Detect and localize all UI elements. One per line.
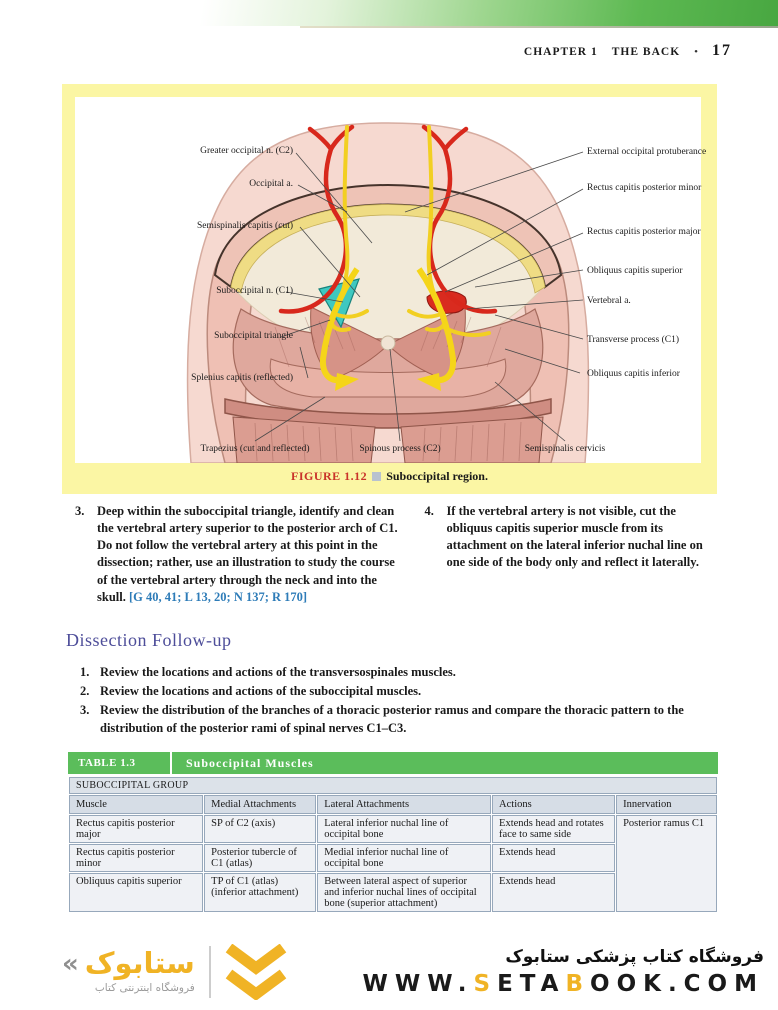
followup-item-text: Review the locations and actions of the … [100, 684, 422, 699]
table-cell-medial: TP of C1 (atlas) (inferior attachment) [204, 873, 317, 912]
figure-label: Rectus capitis posterior minor [587, 183, 702, 193]
table-header-bar: TABLE 1.3 Suboccipital Muscles [68, 752, 718, 774]
brand-logo: « ستابوک فروشگاه اینترنتی کتاب [62, 943, 287, 1000]
figure-label: Transverse process (C1) [587, 335, 679, 345]
followup-item: 1. Review the locations and actions of t… [80, 663, 732, 681]
footer: « ستابوک فروشگاه اینترنتی کتاب فروشگاه ک… [0, 933, 778, 1010]
table-row: Obliquus capitis superior TP of C1 (atla… [69, 873, 717, 912]
table-label: TABLE 1.3 [78, 757, 136, 769]
caption-text: Suboccipital region. [386, 469, 488, 483]
muscles-table-section: TABLE 1.3 Suboccipital Muscles SUBOCCIPI… [68, 752, 718, 932]
figure-label: Suboccipital triangle [214, 331, 293, 341]
followup-item: 2. Review the locations and actions of t… [80, 682, 732, 700]
footer-url: WWW.SETABOOK.COM [362, 970, 764, 997]
table-cell-actions: Extends head [492, 873, 616, 912]
figure-label: Greater occipital n. (C2) [200, 146, 293, 156]
column-header: Actions [492, 795, 616, 814]
figure-label: Vertebral a. [587, 296, 631, 306]
footer-store-block: فروشگاه کتاب پزشکی ستابوک WWW.SETABOOK.C… [363, 947, 765, 997]
column-header-row: Muscle Medial Attachments Lateral Attach… [69, 795, 717, 814]
table-title: Suboccipital Muscles [186, 755, 314, 770]
table-row: Rectus capitis posterior major SP of C2 … [69, 815, 717, 912]
caption-square-icon [372, 472, 382, 481]
figure-label: Occipital a. [249, 179, 293, 189]
anatomy-illustration [186, 122, 590, 463]
brand-wordmark: ستابوک [84, 946, 195, 980]
brand-wordmark-block: « ستابوک فروشگاه اینترنتی کتاب [62, 946, 195, 995]
column-header: Medial Attachments [204, 795, 317, 814]
page-number: 17 [712, 42, 732, 59]
instruction-text: If the vertebral artery is not visible, … [446, 504, 703, 570]
instruction-reference: [G 40, 41; L 13, 20; N 137; R 170] [128, 589, 308, 604]
instruction-item: 4. If the vertebral artery is not visibl… [424, 503, 723, 606]
leader-lines [254, 151, 584, 442]
figure-label: Semispinalis cervicis [524, 444, 606, 454]
group-header-cell: SUBOCCIPITAL GROUP [69, 777, 717, 794]
figure-label: Spinous process (C2) [359, 444, 441, 454]
followup-heading: Dissection Follow-up [66, 630, 232, 650]
figure-label: Obliquus capitis superior [587, 266, 683, 276]
table-cell-muscle: Rectus capitis posterior major [69, 815, 204, 843]
figure-label: Obliquus capitis inferior [587, 369, 680, 379]
table-cell-medial: SP of C2 (axis) [204, 815, 317, 843]
table-cell-medial: Posterior tubercle of C1 (atlas) [204, 844, 317, 872]
page-top-rule [300, 26, 778, 28]
followup-item-text: Review the locations and actions of the … [100, 665, 456, 679]
table-cell-actions: Extends head and rotates face to same si… [492, 815, 616, 843]
page-top-gradient-bar [0, 0, 778, 26]
dissection-arrows [319, 267, 457, 384]
table-cell-actions: Extends head [492, 844, 616, 872]
muscles-table: SUBOCCIPITAL GROUP Muscle Medial Attachm… [68, 776, 718, 913]
instruction-text: Deep within the suboccipital triangle, i… [97, 504, 398, 604]
section-label: THE BACK [611, 46, 681, 58]
figure-box: Greater occipital n. (C2) Occipital a. S… [62, 84, 717, 494]
page-header: CHAPTER 1 THE BACK • 17 [524, 42, 732, 60]
table-cell-lateral: Lateral inferior nuchal line of occipita… [317, 815, 492, 843]
table-cell-lateral: Between lateral aspect of superior and i… [317, 873, 492, 912]
brand-subtext: فروشگاه اینترنتی کتاب [94, 982, 195, 994]
figure-panel: Greater occipital n. (C2) Occipital a. S… [75, 97, 706, 463]
figure-label: Splenius capitis (reflected) [191, 373, 293, 383]
innervation-cell: Posterior ramus C1 [616, 815, 717, 912]
chapter-label: CHAPTER 1 [523, 46, 598, 58]
table-cell-muscle: Obliquus capitis superior [69, 873, 204, 912]
instruction-number: 4. [424, 504, 434, 518]
instruction-columns: 3. Deep within the suboccipital triangle… [75, 503, 723, 606]
chevron-logo-icon [225, 943, 287, 1000]
figure-label: Suboccipital n. (C1) [216, 286, 293, 296]
figure-label: External occipital protuberance [587, 147, 707, 157]
column-header: Muscle [69, 795, 204, 814]
table-row: Rectus capitis posterior minor Posterior… [69, 844, 717, 872]
footer-tagline: فروشگاه کتاب پزشکی ستابوک [505, 946, 764, 967]
instruction-item: 3. Deep within the suboccipital triangle… [75, 503, 398, 606]
figure-caption: FIGURE 1.12 Suboccipital region. [62, 469, 717, 484]
table-cell-muscle: Rectus capitis posterior minor [69, 844, 204, 872]
figure-label: Semispinalis capitis (cut) [196, 221, 293, 231]
caption-label: FIGURE 1.12 [291, 469, 368, 483]
instruction-number: 3. [75, 504, 85, 518]
brand-divider [208, 945, 211, 998]
table-header-divider [170, 752, 172, 774]
figure-label: Trapezius (cut and reflected) [200, 444, 310, 454]
followup-list: 1. Review the locations and actions of t… [80, 663, 732, 739]
guillemet-icon: « [62, 948, 79, 979]
followup-item: 3. Review the distribution of the branch… [80, 701, 732, 737]
column-header: Innervation [616, 795, 717, 814]
followup-item-text: Review the distribution of the branches … [100, 703, 684, 736]
separator-dot: • [694, 46, 698, 58]
table-cell-lateral: Medial inferior nuchal line of occipital… [317, 844, 492, 872]
figure-label: Rectus capitis posterior major [587, 227, 701, 237]
column-header: Lateral Attachments [317, 795, 492, 814]
